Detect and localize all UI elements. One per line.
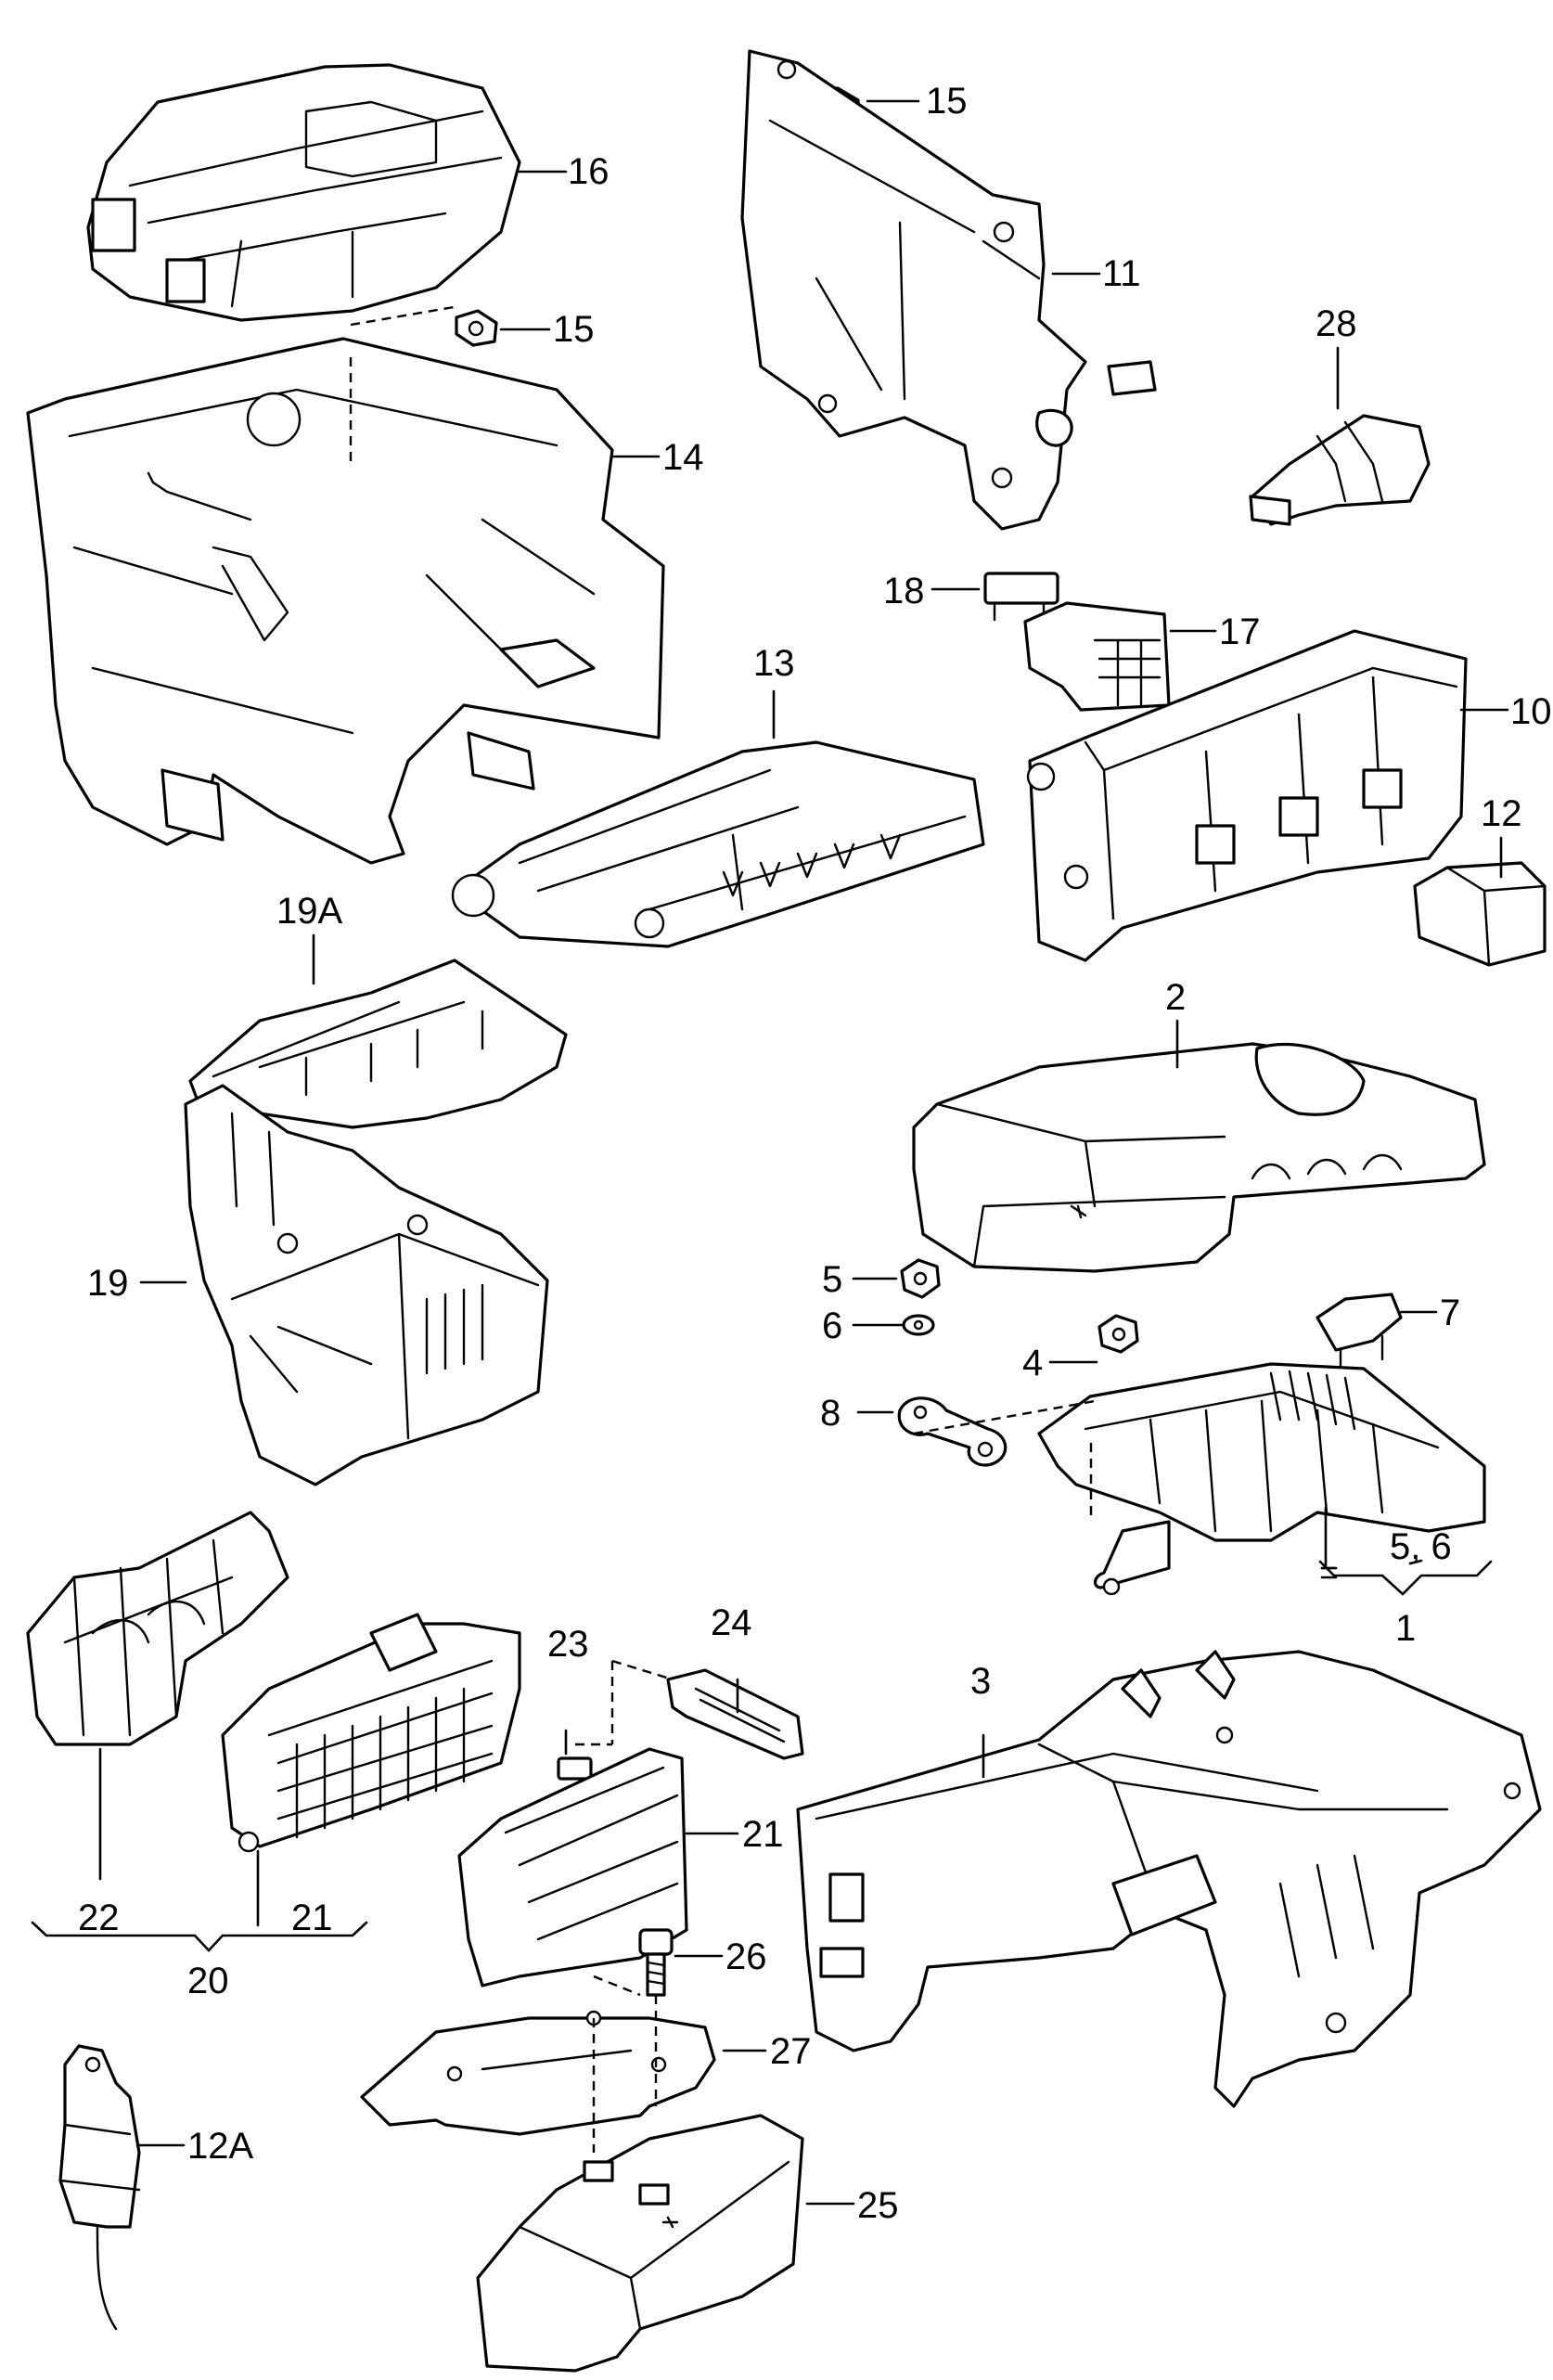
part-27-plate bbox=[360, 2010, 716, 2136]
part-28-clip bbox=[1249, 414, 1431, 526]
callout-19: 19 bbox=[87, 1263, 129, 1304]
callout-16: 16 bbox=[568, 151, 610, 192]
part-12A-relay bbox=[58, 2044, 141, 2331]
part-24-fuse-holder bbox=[666, 1668, 804, 1760]
part-12-relay bbox=[1413, 861, 1547, 967]
callout-4: 4 bbox=[1022, 1343, 1043, 1383]
callout-12A: 12A bbox=[187, 2126, 253, 2167]
part-17-connector bbox=[1023, 601, 1171, 712]
callout-1: 1 bbox=[1395, 1608, 1416, 1649]
callout-20: 20 bbox=[187, 1961, 229, 2001]
part-22-retainer bbox=[26, 1511, 289, 1746]
callout-27: 27 bbox=[770, 2031, 812, 2072]
part-19-connector-housing bbox=[184, 1084, 549, 1486]
part-2-control-unit bbox=[912, 1042, 1486, 1273]
part-4-nut bbox=[1097, 1314, 1139, 1354]
callout-6: 6 bbox=[822, 1306, 842, 1346]
part-23-fuse bbox=[557, 1756, 593, 1781]
callout-23: 23 bbox=[547, 1624, 589, 1665]
callout-28: 28 bbox=[1316, 303, 1357, 344]
callout-12: 12 bbox=[1481, 793, 1522, 834]
part-11-bracket bbox=[740, 49, 1157, 531]
callout-10: 10 bbox=[1510, 691, 1552, 732]
part-5-nut bbox=[900, 1258, 941, 1299]
callout-15-lower: 15 bbox=[553, 309, 595, 350]
part-8-strap bbox=[897, 1396, 1008, 1467]
part-7-fuse bbox=[1316, 1293, 1403, 1370]
part-10-relay-carrier bbox=[1026, 629, 1468, 962]
part-6-washer bbox=[902, 1314, 935, 1336]
callout-14: 14 bbox=[662, 437, 704, 478]
callout-19A: 19A bbox=[276, 891, 342, 932]
part-1-base bbox=[1037, 1362, 1486, 1596]
callout-5-6: 5, 6 bbox=[1390, 1526, 1452, 1567]
part-18-fuse bbox=[983, 572, 1059, 622]
callout-5: 5 bbox=[822, 1259, 842, 1300]
part-13-terminal-strip bbox=[451, 740, 985, 948]
part-25-module bbox=[476, 2114, 804, 2373]
callout-7: 7 bbox=[1440, 1293, 1460, 1333]
part-21-connector bbox=[221, 1613, 521, 1853]
part-3-bracket bbox=[796, 1650, 1542, 2108]
dash-line-14 bbox=[349, 304, 460, 464]
dash-line-1 bbox=[913, 1399, 1096, 1522]
part-16-frame bbox=[86, 63, 521, 322]
callout-25: 25 bbox=[857, 2185, 899, 2226]
callout-2: 2 bbox=[1165, 977, 1186, 1018]
callout-3: 3 bbox=[970, 1661, 991, 1702]
part-15-nut-lower bbox=[455, 309, 498, 347]
callout-15-upper: 15 bbox=[926, 81, 968, 122]
callout-22: 22 bbox=[78, 1898, 120, 1938]
callout-21-connector: 21 bbox=[291, 1898, 333, 1938]
leader-lines bbox=[31, 99, 1509, 2206]
callout-8: 8 bbox=[820, 1393, 841, 1434]
callout-21-plate: 21 bbox=[742, 1814, 784, 1855]
dash-line-23 bbox=[575, 1659, 674, 1746]
callout-13: 13 bbox=[753, 643, 795, 684]
part-26-bolt bbox=[638, 1928, 674, 1997]
callout-18: 18 bbox=[883, 571, 925, 611]
callout-26: 26 bbox=[725, 1936, 767, 1977]
callout-11: 11 bbox=[1102, 253, 1141, 294]
callout-17: 17 bbox=[1219, 611, 1261, 652]
part-14-housing bbox=[26, 337, 665, 865]
dash-line-26 bbox=[592, 1975, 658, 2153]
callout-24: 24 bbox=[711, 1602, 752, 1643]
callouts: 15 16 15 11 28 14 18 17 13 10 12 19A 2 1… bbox=[78, 81, 1552, 2226]
